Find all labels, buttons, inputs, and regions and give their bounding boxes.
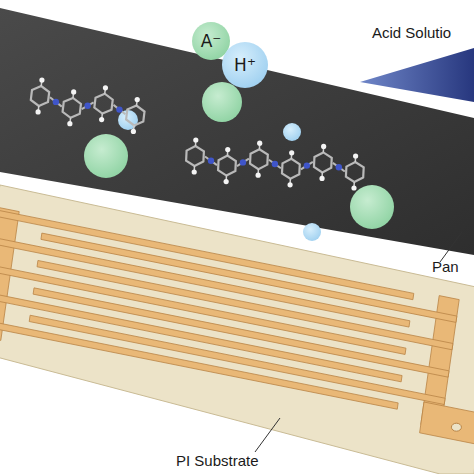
anion-particle [350,185,394,229]
hydrogen-atom [131,129,136,134]
pani-film [0,8,474,255]
polyaniline-molecule [186,137,364,190]
mount-hole [451,423,461,431]
nitrogen-atom [304,162,310,168]
nitrogen-atom [116,106,122,112]
hydrogen-atom [103,85,108,90]
benzene-ring [346,162,364,182]
nitrogen-atom [336,164,342,170]
hydrogen-atom [225,147,230,152]
hydrogen-atom [289,150,294,155]
leader-line [255,418,280,452]
circle-fill [222,42,268,88]
hydrogen-atom [287,182,292,187]
benzene-ring [282,159,300,179]
substrate-label: PI Substrate [176,452,259,469]
bond [333,163,345,172]
hydrogen-atom [67,121,72,126]
anion-particle [202,82,242,122]
bond [205,156,217,165]
benzene-ring [94,94,112,114]
hydrogen-atom [256,173,261,178]
hydrogen-atom [319,176,324,181]
hydrogen-atom [135,97,140,102]
proton-circle: H⁺ [222,42,268,88]
interdigitated-electrode [0,208,474,445]
bond [50,97,62,106]
benzene-ring [218,156,236,176]
nitrogen-atom [240,159,246,165]
polyaniline-molecule [31,78,145,134]
bond [82,102,94,109]
hydrogen-atom [39,78,44,83]
hydrogen-atom [224,179,229,184]
leader-line [440,232,462,262]
nitrogen-atom [53,99,59,105]
nitrogen-atom [84,103,90,109]
anion-particle [84,134,128,178]
hydrogen-atom [99,117,104,122]
nitrogen-atom [272,161,278,167]
circle-fill [192,22,230,60]
benzene-ring [63,98,81,118]
ion-label: A⁻ [201,31,222,51]
bond [301,162,313,169]
hydrogen-atom [351,185,356,190]
proton-particle [283,123,301,141]
hydrogen-atom [257,141,262,146]
nitrogen-atom [208,158,214,164]
solution-label: Acid Solutio [372,24,451,41]
hydrogen-atom [353,153,358,158]
film-particles [31,78,394,241]
ion-label: H⁺ [234,55,256,75]
electrode-finger [0,320,398,409]
hydrogen-atom [35,109,40,114]
bond [237,159,249,166]
benzene-ring [186,146,204,166]
hydrogen-atom [192,169,197,174]
acid-wedge [360,48,474,102]
benzene-ring [314,152,332,172]
benzene-ring [31,86,49,106]
bond [269,160,281,169]
benzene-ring [126,106,144,126]
hydrogen-atom [193,137,198,142]
hydrogen-atom [321,144,326,149]
electrode-finger [420,402,474,445]
bond [113,105,125,114]
proton-particle [303,223,321,241]
electrode-finger [29,315,445,404]
benzene-ring [250,149,268,169]
hydrogen-atom [71,89,76,94]
anion-circle: A⁻ [192,22,230,60]
film-label: Pan [432,258,459,275]
